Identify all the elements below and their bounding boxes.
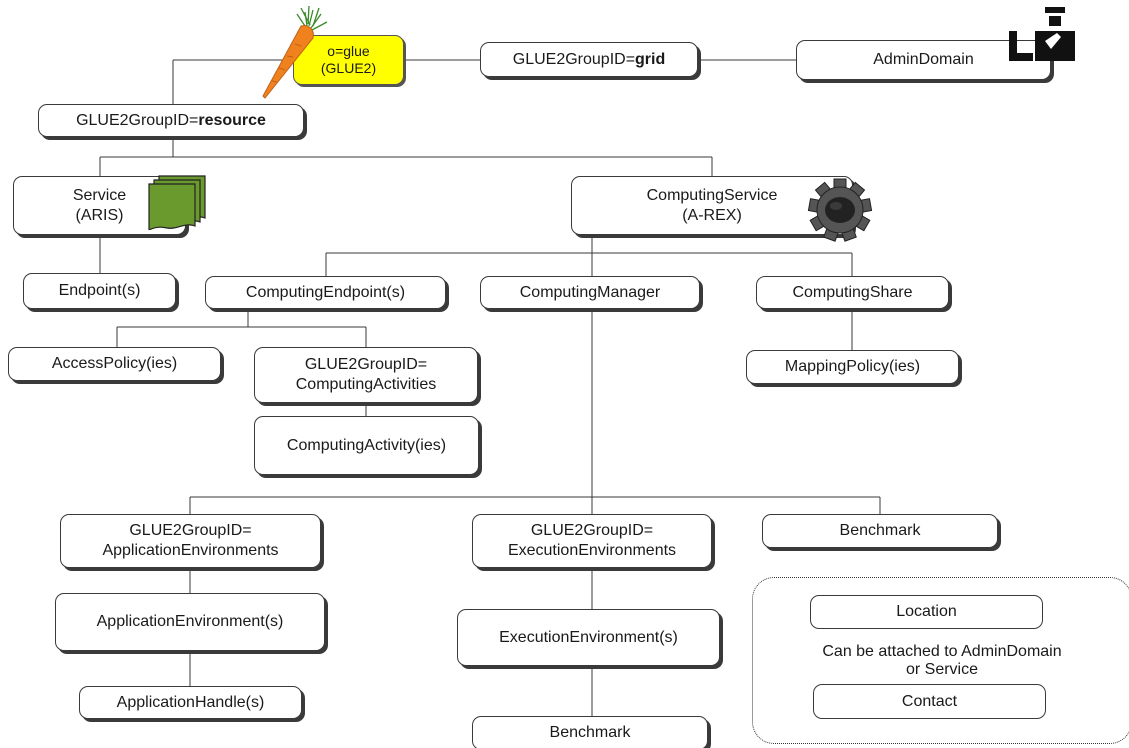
carrot-icon: [262, 5, 328, 99]
gear-icon: [807, 178, 873, 242]
group-grid-node[interactable]: GLUE2GroupID=grid: [480, 42, 698, 77]
group-computing-activities-line-1: GLUE2GroupID=: [304, 356, 428, 373]
application-environment-label: ApplicationEnvironment(s): [96, 613, 284, 630]
attachable-group: [752, 577, 1129, 744]
group-application-environments-line-1: GLUE2GroupID=: [129, 522, 252, 539]
group-grid-bold: grid: [635, 50, 666, 68]
group-resource-prefix: GLUE2GroupID=: [76, 111, 199, 129]
mapping-policy-label: MappingPolicy(ies): [784, 358, 921, 375]
benchmark-manager-label: Benchmark: [839, 522, 921, 539]
benchmark-execution-label: Benchmark: [549, 724, 631, 741]
group-application-environments-node[interactable]: GLUE2GroupID= ApplicationEnvironments: [60, 514, 321, 568]
attach-note: Can be attached to AdminDomain or Servic…: [752, 643, 1129, 679]
group-computing-activities-line-2: ComputingActivities: [295, 376, 437, 393]
group-application-environments-line-2: ApplicationEnvironments: [102, 542, 279, 559]
execution-environment-label: ExecutionEnvironment(s): [499, 628, 678, 646]
o-glue-line-2: (GLUE2): [320, 60, 377, 76]
group-computing-activities-node[interactable]: GLUE2GroupID= ComputingActivities: [254, 347, 478, 403]
computing-service-line-1: ComputingService: [646, 186, 778, 204]
group-resource-node[interactable]: GLUE2GroupID=resource: [38, 104, 304, 137]
computing-activity-node[interactable]: ComputingActivity(ies): [254, 416, 479, 475]
group-execution-environments-line-2: ExecutionEnvironments: [507, 542, 677, 559]
access-policy-label: AccessPolicy(ies): [51, 355, 178, 372]
stacked-documents-icon: [148, 175, 206, 230]
admin-domain-node[interactable]: AdminDomain: [796, 40, 1051, 80]
computing-endpoint-label: ComputingEndpoint(s): [245, 283, 406, 301]
group-grid-prefix: GLUE2GroupID=: [512, 50, 636, 68]
computing-manager-node[interactable]: ComputingManager: [480, 276, 700, 309]
execution-environment-node[interactable]: ExecutionEnvironment(s): [457, 609, 720, 666]
computing-service-line-2: (A-REX): [682, 206, 742, 224]
computing-share-label: ComputingShare: [792, 283, 913, 301]
contact-label: Contact: [901, 692, 958, 710]
application-environment-node[interactable]: ApplicationEnvironment(s): [55, 593, 325, 651]
access-policy-node[interactable]: AccessPolicy(ies): [8, 347, 221, 381]
computing-endpoint-node[interactable]: ComputingEndpoint(s): [205, 276, 446, 309]
application-handle-label: ApplicationHandle(s): [116, 693, 265, 711]
service-line-2: (ARIS): [75, 206, 124, 224]
group-resource-bold: resource: [198, 111, 266, 129]
o-glue-line-1: o=glue: [327, 43, 370, 59]
benchmark-execution-node[interactable]: Benchmark: [472, 716, 708, 748]
mapping-policy-node[interactable]: MappingPolicy(ies): [746, 350, 959, 384]
computing-activity-label: ComputingActivity(ies): [286, 436, 447, 454]
service-line-1: Service: [72, 186, 127, 204]
contact-node[interactable]: Contact: [813, 684, 1046, 719]
location-label: Location: [896, 603, 957, 620]
endpoint-label: Endpoint(s): [58, 282, 141, 299]
location-node[interactable]: Location: [810, 595, 1043, 629]
endpoint-node[interactable]: Endpoint(s): [23, 273, 176, 309]
attach-note-line-2: or Service: [905, 661, 979, 678]
o-glue-node[interactable]: o=glue (GLUE2): [293, 35, 404, 85]
admin-domain-label: AdminDomain: [873, 51, 974, 68]
attach-note-line-1: Can be attached to AdminDomain: [822, 643, 1062, 660]
group-execution-environments-node[interactable]: GLUE2GroupID= ExecutionEnvironments: [472, 514, 712, 568]
computing-manager-label: ComputingManager: [519, 283, 661, 301]
computing-service-node[interactable]: ComputingService (A-REX): [571, 176, 853, 235]
application-handle-node[interactable]: ApplicationHandle(s): [79, 686, 302, 719]
benchmark-manager-node[interactable]: Benchmark: [762, 514, 998, 548]
computing-share-node[interactable]: ComputingShare: [756, 276, 949, 309]
admin-person-icon: [1009, 7, 1075, 61]
group-execution-environments-line-1: GLUE2GroupID=: [530, 522, 654, 539]
